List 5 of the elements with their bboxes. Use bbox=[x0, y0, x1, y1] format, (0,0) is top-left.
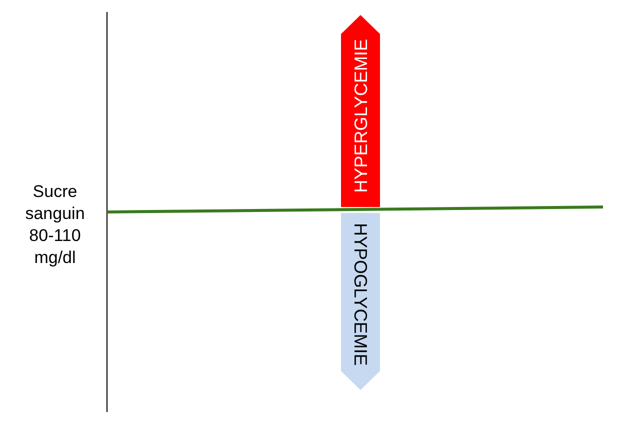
arrow-label: HYPOGLYCEMIE bbox=[352, 223, 370, 366]
up-arrow bbox=[341, 15, 380, 207]
arrow-label: HYPERGLYCEMIE bbox=[352, 39, 370, 193]
down-arrow bbox=[341, 213, 380, 390]
axis-label: Sucre sanguin 80-110 mg/dl bbox=[24, 181, 86, 269]
